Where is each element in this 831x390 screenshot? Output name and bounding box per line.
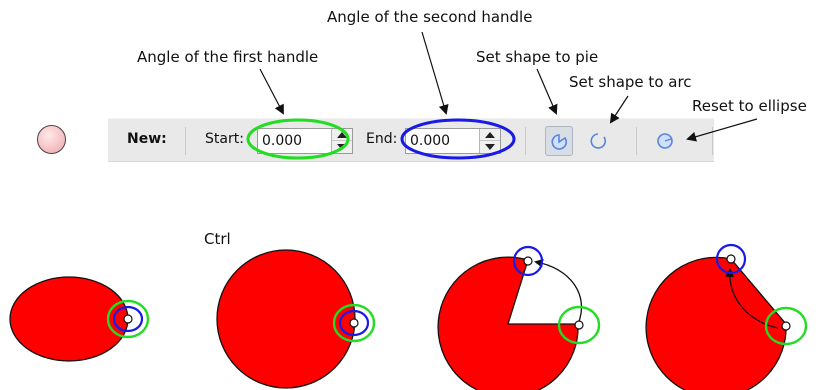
end-angle-increment-button[interactable] <box>480 129 500 141</box>
end-angle-stepper[interactable] <box>479 129 500 153</box>
annotation-set-arc: Set shape to arc <box>569 73 692 91</box>
arrow-pie <box>536 68 558 115</box>
toolbar-separator <box>712 127 713 155</box>
first-handle-ring <box>764 306 808 346</box>
pie-button[interactable] <box>545 126 573 156</box>
first-handle-ring <box>106 299 150 339</box>
annotation-second-handle: Angle of the second handle <box>327 8 533 26</box>
arrow-reset <box>686 118 758 142</box>
annotation-ctrl-modifier: Ctrl <box>204 230 231 248</box>
red-ellipse-shape <box>9 276 129 362</box>
arrow-up-icon <box>337 132 347 138</box>
drag-arrow <box>534 258 583 325</box>
red-chord-shape <box>645 256 787 390</box>
example-chord <box>645 243 808 390</box>
second-handle-callout-ring <box>400 118 516 160</box>
new-label: New: <box>127 131 167 147</box>
first-handle-point[interactable] <box>574 320 584 330</box>
second-handle-ring <box>338 309 370 337</box>
ellipse-examples <box>9 243 808 390</box>
end-angle-decrement-button[interactable] <box>480 141 500 153</box>
start-label: Start: <box>205 131 244 147</box>
first-handle-ring <box>557 305 601 345</box>
end-angle-spinbox[interactable] <box>405 128 501 154</box>
annotation-set-pie: Set shape to pie <box>476 48 599 66</box>
second-handle-ring <box>112 305 144 333</box>
arc-button[interactable] <box>585 126 613 156</box>
start-angle-increment-button[interactable] <box>332 129 352 141</box>
annotation-first-handle: Angle of the first handle <box>137 48 319 66</box>
example-segment <box>437 245 601 390</box>
arrow-down-icon <box>485 144 495 150</box>
toolbar-separator <box>525 127 526 155</box>
handle-point[interactable] <box>349 318 359 328</box>
pie-shape-icon <box>551 134 568 150</box>
arrow-up-icon <box>485 132 495 138</box>
second-handle-point[interactable] <box>523 256 533 266</box>
end-label: End: <box>366 131 398 147</box>
example-circle <box>216 249 376 389</box>
arrow-second-handle <box>421 31 449 115</box>
first-handle-ring <box>332 303 376 343</box>
drag-arrow <box>725 268 779 329</box>
red-segment-shape <box>437 256 579 390</box>
arrow-first-handle <box>259 68 284 115</box>
second-handle-ring <box>715 243 747 275</box>
second-handle-point[interactable] <box>726 254 736 264</box>
end-angle-input[interactable] <box>410 132 474 150</box>
whole-ellipse-icon <box>657 133 673 149</box>
arc-shape-icon <box>590 133 607 149</box>
first-handle-point[interactable] <box>781 321 791 331</box>
first-handle-callout-ring <box>246 118 350 160</box>
example-ellipse <box>9 276 150 362</box>
reset-ellipse-button[interactable] <box>652 126 680 156</box>
start-angle-input[interactable] <box>262 132 326 150</box>
style-swatch[interactable] <box>37 125 66 154</box>
handle-point[interactable] <box>123 314 133 324</box>
toolbar-separator <box>185 127 186 155</box>
toolbar-separator <box>636 127 637 155</box>
second-handle-ring <box>512 245 544 277</box>
annotation-reset-ellipse: Reset to ellipse <box>692 97 807 115</box>
arrow-arc <box>609 95 629 124</box>
